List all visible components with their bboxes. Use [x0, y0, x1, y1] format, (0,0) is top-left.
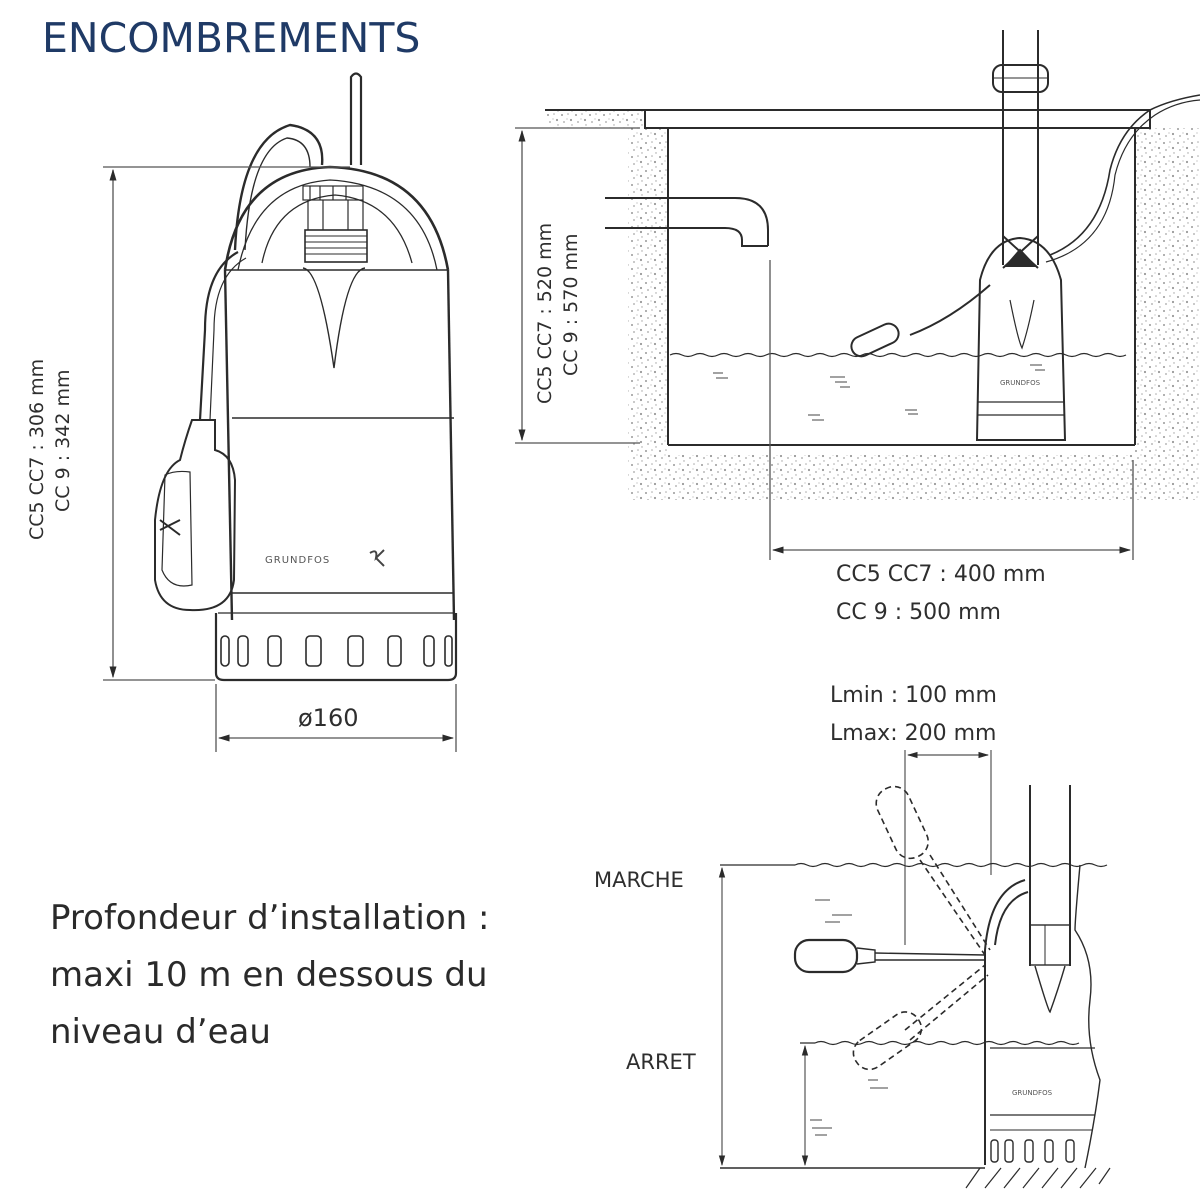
svg-text:GRUNDFOS: GRUNDFOS [1012, 1089, 1053, 1097]
sump-installation-view: GRUNDFOS [515, 30, 1200, 560]
pump-height-label: CC5 CC7 : 306 mm CC 9 : 342 mm [26, 358, 74, 540]
off-level-label: ARRET [626, 1050, 696, 1074]
pump-front-view [154, 72, 458, 682]
installation-depth-note: Profondeur d’installation : maxi 10 m en… [50, 898, 490, 1052]
brand-logo: GRUNDFOS [265, 555, 330, 566]
svg-text:GRUNDFOS: GRUNDFOS [1000, 379, 1041, 387]
pump-diameter-label: ø160 [298, 704, 359, 732]
page-title: ENCOMBREMENTS [42, 14, 421, 62]
sump-width-label: CC5 CC7 : 400 mm CC 9 : 500 mm [836, 562, 1046, 625]
on-level-label: MARCHE [594, 868, 684, 892]
float-switch-detail: GRUNDFOS [718, 750, 1111, 1189]
float-length-label: Lmin : 100 mm Lmax: 200 mm [830, 683, 997, 746]
sump-height-label: CC5 CC7 : 520 mm CC 9 : 570 mm [534, 222, 582, 404]
